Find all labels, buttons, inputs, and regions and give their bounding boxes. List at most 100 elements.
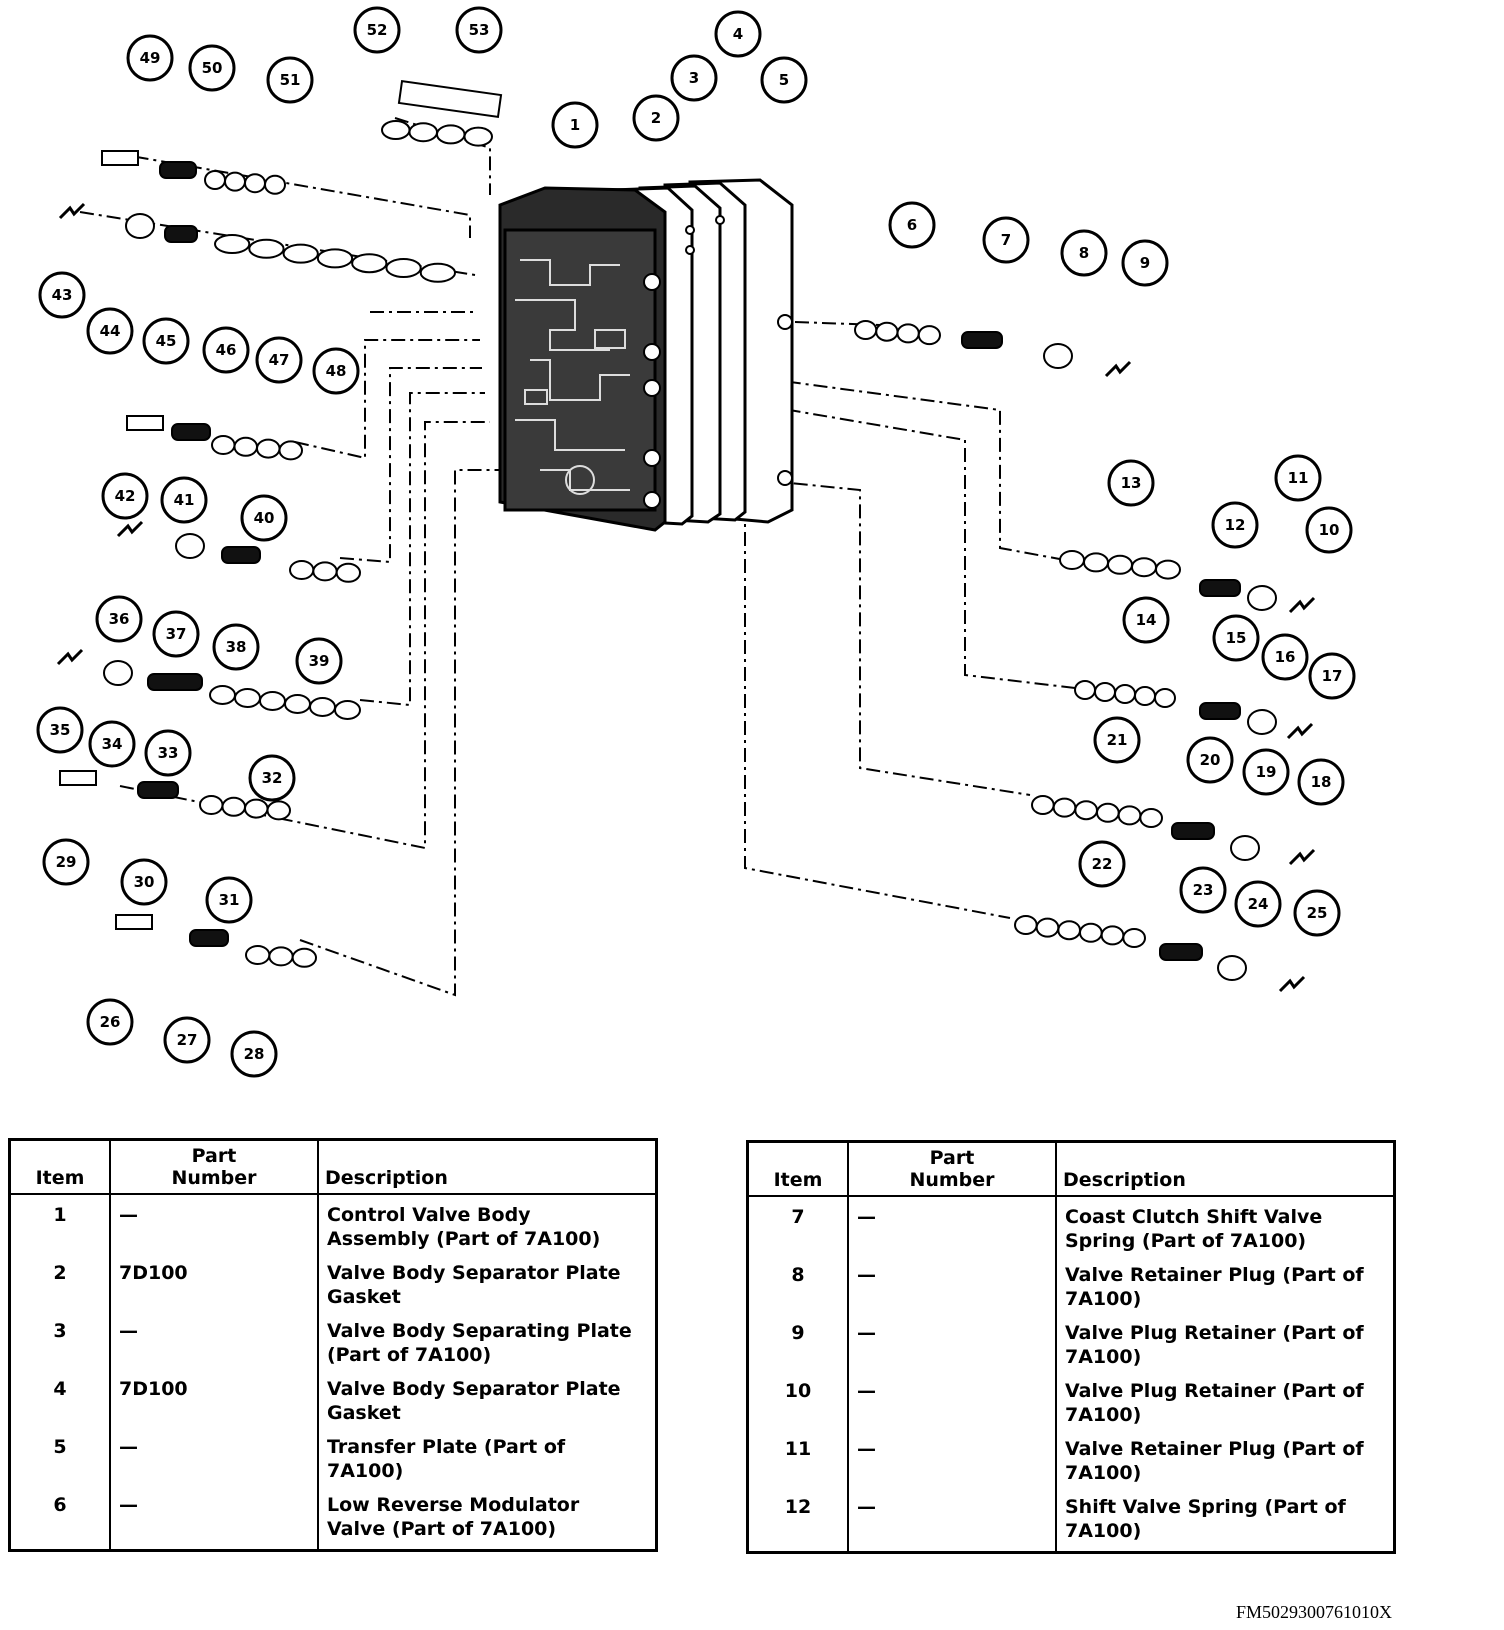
item-cell: 1 <box>8 1194 111 1259</box>
item-number: 8 <box>791 1264 805 1286</box>
callout-45: 45 <box>142 317 190 365</box>
description-cell: Valve Body Separating Plate(Part of 7A10… <box>317 1317 658 1375</box>
description-line2: Valve (Part of 7A100) <box>327 1518 557 1540</box>
callout-23: 23 <box>1179 866 1227 914</box>
part-number-cell: — <box>109 1194 319 1259</box>
description-line1: Coast Clutch Shift Valve <box>1065 1206 1323 1228</box>
callout-label: 8 <box>1079 244 1089 262</box>
item-number: 12 <box>784 1496 812 1518</box>
callout-37: 37 <box>152 610 200 658</box>
callout-label: 19 <box>1256 763 1277 781</box>
leader-line <box>759 377 1066 561</box>
callout-label: 2 <box>651 109 661 127</box>
item-number: 10 <box>784 1380 812 1402</box>
callout-circle <box>88 720 136 768</box>
callout-circle <box>1093 716 1141 764</box>
description-line1: Transfer Plate (Part of <box>327 1436 566 1458</box>
callout-circle <box>1293 889 1341 937</box>
callout-44: 44 <box>86 307 134 355</box>
description-line1: Valve Body Separating Plate <box>327 1320 632 1342</box>
callout-39: 39 <box>295 637 343 685</box>
description-line1: Valve Retainer Plug (Part of <box>1065 1438 1364 1460</box>
valve-parts <box>56 80 1316 993</box>
callout-46: 46 <box>202 326 250 374</box>
retainer-plug <box>125 213 155 239</box>
leader-line <box>739 477 1031 796</box>
valve-spool <box>1059 550 1181 580</box>
retainer-bar <box>397 80 503 118</box>
valve-spool <box>289 560 362 583</box>
callout-circle <box>36 706 84 754</box>
plug-retainer-clip <box>1278 975 1306 993</box>
callout-circle <box>255 336 303 384</box>
column-header-item: Item <box>746 1140 849 1197</box>
plug-retainer-clip <box>1104 360 1132 378</box>
valve-spool <box>854 320 941 346</box>
spring <box>221 546 261 564</box>
callout-circle <box>120 858 168 906</box>
part-header-line1: Part <box>929 1147 975 1169</box>
part-number: 7D100 <box>119 1262 188 1284</box>
part-header-line2: Number <box>171 1167 257 1189</box>
callout-label: 7 <box>1001 231 1011 249</box>
retainer-plug <box>1230 835 1260 861</box>
table-row: 3—Valve Body Separating Plate(Part of 7A… <box>8 1317 658 1375</box>
callout-circle <box>1107 459 1155 507</box>
valve-body-assembly <box>498 178 794 532</box>
part-number: — <box>119 1320 138 1342</box>
item-cell: 7 <box>746 1196 849 1261</box>
callout-label: 24 <box>1248 895 1269 913</box>
description-line1: Valve Plug Retainer (Part of <box>1065 1322 1364 1344</box>
callout-label: 28 <box>244 1045 265 1063</box>
callout-34: 34 <box>88 720 136 768</box>
callout-label: 40 <box>254 509 275 527</box>
retainer-plug <box>1217 955 1247 981</box>
callout-circle <box>163 1016 211 1064</box>
callout-circle <box>982 216 1030 264</box>
callout-label: 18 <box>1311 773 1332 791</box>
plate-holes <box>643 215 793 509</box>
item-number: 9 <box>791 1322 805 1344</box>
callout-circle <box>1297 758 1345 806</box>
callout-label: 53 <box>469 21 490 39</box>
callout-label: 3 <box>689 69 699 87</box>
part-number-cell: — <box>847 1261 1057 1319</box>
valve-spool <box>211 435 303 461</box>
spring <box>171 423 211 441</box>
callout-label: 39 <box>309 652 330 670</box>
retainer-plug <box>1043 343 1073 369</box>
callout-circle <box>230 1030 278 1078</box>
item-number: 7 <box>791 1206 805 1228</box>
valve-body-passages <box>515 259 630 495</box>
callout-5: 5 <box>760 56 808 104</box>
description-line1: Valve Retainer Plug (Part of <box>1065 1264 1364 1286</box>
part-number: — <box>857 1380 876 1402</box>
valve-spool <box>1014 915 1146 948</box>
callout-2: 2 <box>632 94 680 142</box>
plug-retainer-clip <box>1288 596 1316 614</box>
callout-circle <box>353 6 401 54</box>
callout-41: 41 <box>160 476 208 524</box>
part-number: — <box>857 1438 876 1460</box>
description-line1: Valve Plug Retainer (Part of <box>1065 1380 1364 1402</box>
callout-31: 31 <box>205 876 253 924</box>
callout-label: 47 <box>269 351 290 369</box>
callout-13: 13 <box>1107 459 1155 507</box>
part-number: — <box>857 1322 876 1344</box>
callout-label: 48 <box>326 362 347 380</box>
valve-spool <box>214 234 457 283</box>
callout-label: 13 <box>1121 474 1142 492</box>
leader-line <box>759 404 1076 689</box>
retainer-clip <box>101 150 139 166</box>
callout-label: 5 <box>779 71 789 89</box>
valve-spool <box>1074 680 1176 708</box>
valve-spool <box>244 945 318 968</box>
callout-circle <box>1212 614 1260 662</box>
callout-6: 6 <box>888 201 936 249</box>
